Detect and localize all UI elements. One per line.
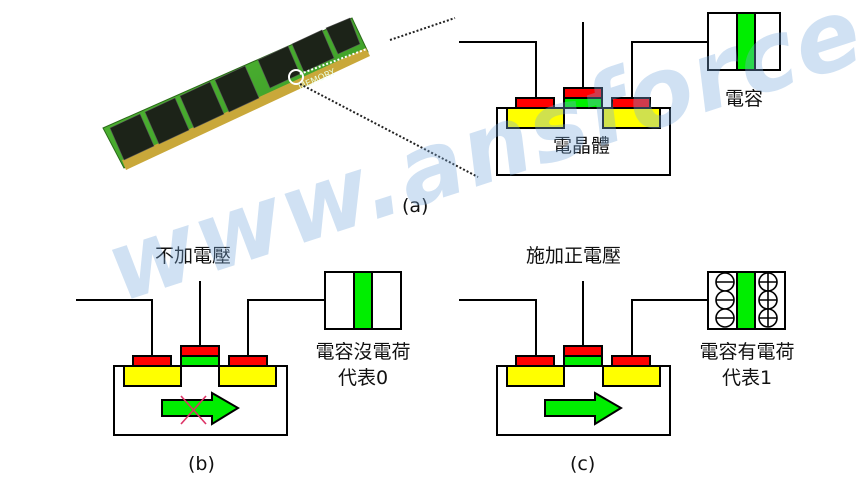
current-arrow: [161, 391, 240, 426]
positive-charges: [758, 272, 778, 328]
negative-charges: [715, 272, 735, 328]
capacitor-state-b-line2: 代表0: [337, 367, 389, 389]
cap-wire: [631, 41, 708, 98]
source-electrode: [515, 97, 555, 109]
caption-c: (c): [570, 453, 596, 475]
capacitor-dielectric: [353, 271, 373, 330]
drain-electrode: [611, 97, 651, 109]
transistor-a: [459, 12, 781, 176]
source-region: [506, 107, 565, 129]
transistor-b: [76, 271, 402, 436]
capacitor-state-c-line2: 代表1: [721, 367, 773, 389]
zoom-circle: [288, 69, 304, 85]
transistor-c: [459, 271, 786, 436]
voltage-label-c: 施加正電壓: [526, 245, 622, 267]
caption-a: (a): [402, 195, 429, 217]
memory-module: MEMORY: [102, 17, 479, 178]
zoom-line-top: [389, 17, 456, 41]
blocked-x-icon: [180, 395, 207, 425]
transistor-label: 電晶體: [553, 135, 611, 157]
current-arrow: [544, 391, 623, 426]
capacitor-state-c-line1: 電容有電荷: [699, 341, 795, 363]
drain-region: [602, 107, 661, 129]
capacitor-state-b-line1: 電容沒電荷: [315, 341, 411, 363]
voltage-label-b: 不加電壓: [155, 245, 232, 267]
gate-electrode: [563, 87, 603, 99]
capacitor-dielectric: [736, 271, 756, 330]
gate-oxide: [563, 97, 603, 109]
capacitor-label: 電容: [725, 88, 764, 110]
caption-b: (b): [188, 453, 215, 475]
bit-line: [459, 41, 537, 98]
zoom-line-bottom: [299, 83, 479, 178]
capacitor-dielectric: [736, 12, 756, 71]
